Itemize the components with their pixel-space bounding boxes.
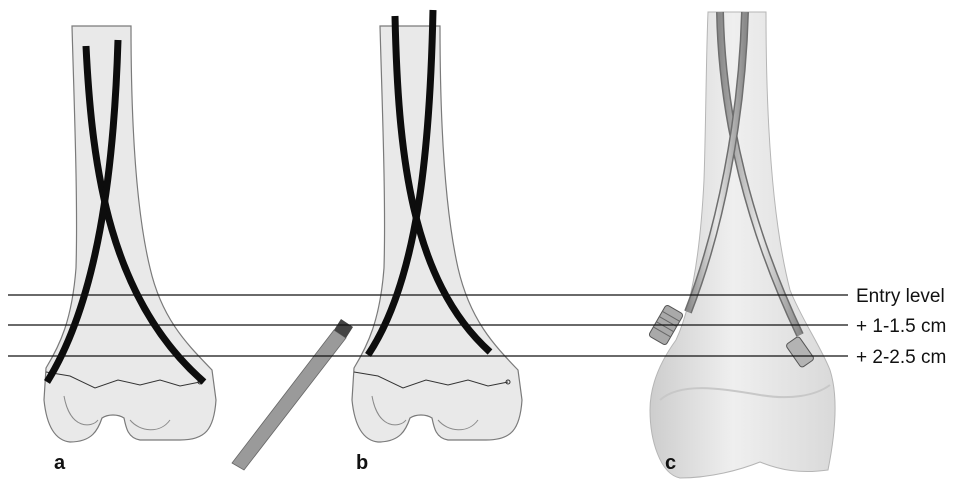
panel-b: b — [232, 10, 522, 474]
femur-sketch-b — [352, 26, 522, 442]
awl-shaft — [232, 330, 346, 470]
panel-label-a: a — [54, 452, 66, 474]
level-1-label: + 1-1.5 cm — [856, 316, 946, 337]
entry-level-label: Entry level — [856, 286, 945, 307]
panel-a: a — [44, 26, 216, 474]
panel-label-b: b — [356, 452, 368, 474]
level-2-label: + 2-2.5 cm — [856, 347, 946, 368]
panel-label-c: c — [665, 452, 676, 474]
femur-sketch-a — [44, 26, 216, 442]
panel-c: c — [648, 12, 835, 478]
